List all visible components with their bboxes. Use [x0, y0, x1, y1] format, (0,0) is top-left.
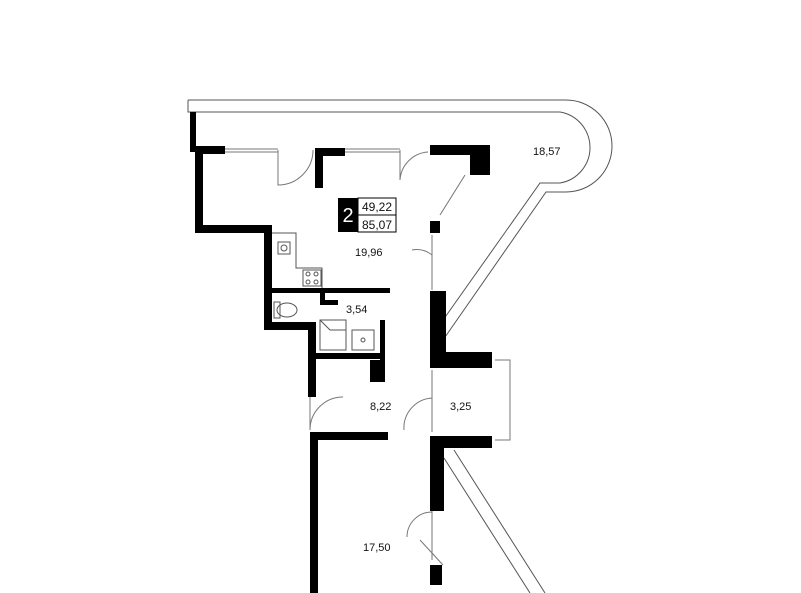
kitchen-fixtures: [272, 232, 323, 288]
bedroom-area: 17,50: [363, 542, 391, 554]
bathroom-area: 3,54: [346, 304, 367, 316]
room-labels: 18,57 19,96 3,54 8,22 3,25 17,50: [346, 146, 561, 554]
total-area: 85,07: [362, 218, 392, 232]
bathroom-fixtures: [273, 301, 375, 351]
apartment-badge: 2 49,22 85,07: [338, 197, 397, 233]
living-room-area: 19,96: [355, 247, 383, 259]
large-balcony-outline: [187, 99, 613, 341]
living-area: 49,22: [362, 200, 392, 214]
lower-balcony-outline: [443, 449, 546, 593]
hallway-area: 8,22: [370, 401, 391, 413]
windows: [225, 148, 511, 441]
rooms-count: 2: [342, 205, 353, 227]
balcony-small-area: 3,25: [450, 401, 471, 413]
interior-walls: [268, 221, 442, 585]
exterior-walls: [190, 112, 492, 593]
balcony-large-area: 18,57: [533, 146, 561, 158]
doors: [277, 149, 466, 566]
